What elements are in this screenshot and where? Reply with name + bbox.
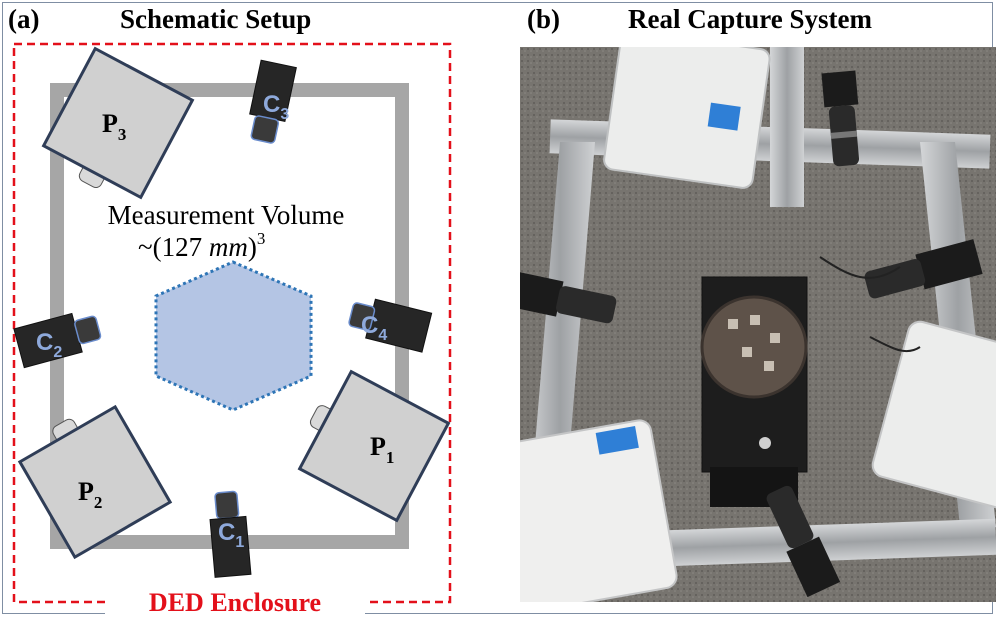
photo-illustration [520, 47, 996, 602]
projector-p3 [41, 46, 195, 200]
capture-system-photo [520, 47, 996, 602]
enclosure-label: DED Enclosure [149, 588, 321, 617]
volume-label-line2: ~(127 mm)3 [138, 229, 265, 262]
panel-b-title: Real Capture System [628, 4, 872, 34]
projector-p1 [297, 369, 451, 523]
svg-text:~(127 mm)3: ~(127 mm)3 [138, 229, 265, 262]
panel-a-tag: (a) [8, 4, 40, 34]
projector-p3-label: P3 [102, 109, 126, 144]
enclosure-label-bg [105, 590, 365, 616]
projector-p2-label: P2 [78, 477, 102, 512]
camera-c1-label: C1 [218, 519, 244, 551]
camera-c3-label: C3 [263, 91, 289, 123]
schematic-diagram: DED Enclosure Measurement Volume ~(127 m… [12, 42, 452, 617]
volume-label-line1: Measurement Volume [108, 200, 345, 230]
projector-p2 [17, 404, 173, 560]
camera-c2-label: C2 [36, 329, 62, 361]
camera-c3 [249, 59, 297, 144]
measurement-volume [154, 260, 313, 412]
panel-b-tag: (b) [527, 4, 560, 34]
panel-a-title: Schematic Setup [120, 4, 312, 34]
projector-p1-label: P1 [370, 432, 394, 467]
camera-c4 [348, 298, 433, 353]
camera-c4-label: C4 [361, 312, 387, 344]
camera-c2 [13, 312, 102, 369]
camera-c1 [209, 490, 252, 578]
